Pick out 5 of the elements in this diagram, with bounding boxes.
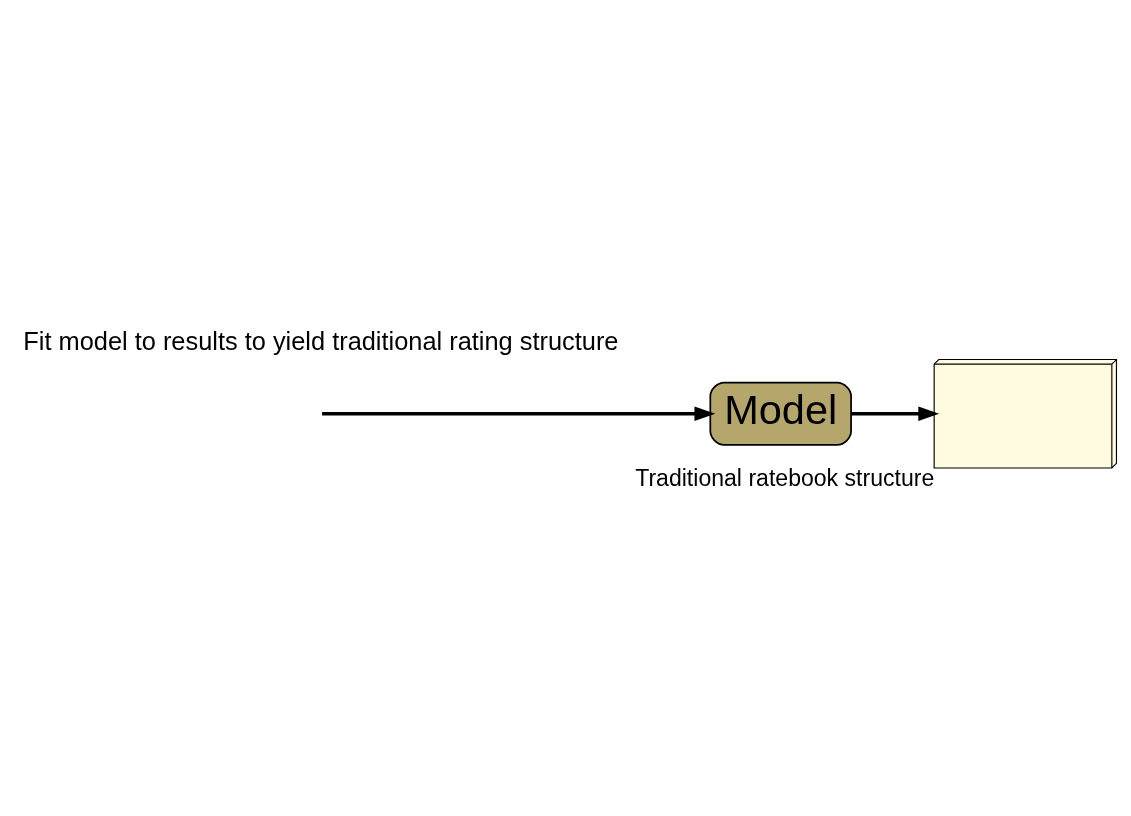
node-box: Model bbox=[709, 381, 852, 446]
label: Fit model to results to yield traditional rating structure bbox=[23, 326, 619, 355]
arrow bbox=[322, 406, 716, 422]
arrow bbox=[851, 406, 940, 422]
node-label: Traditional ratebook structure bbox=[635, 465, 935, 492]
